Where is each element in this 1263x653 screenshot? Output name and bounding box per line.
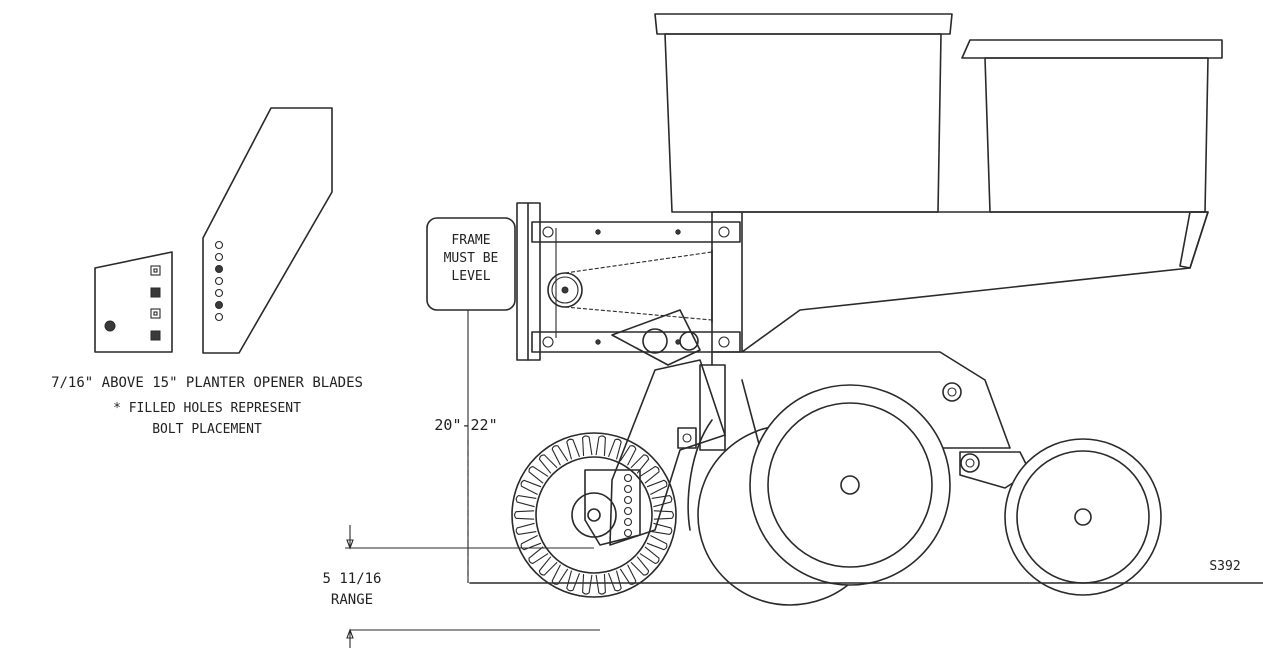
closing-wheel-spike — [538, 556, 558, 576]
note-filled-holes: * FILLED HOLES REPRESENT — [113, 401, 301, 416]
long-bracket-detail — [202, 107, 333, 354]
closing-wheel-spike — [515, 522, 537, 535]
closing-wheel-spike — [513, 510, 535, 520]
closing-wheel-spike — [619, 564, 637, 585]
closing-wheel-spike — [520, 535, 542, 551]
closing-wheel-spike — [551, 564, 569, 585]
short-bracket-detail — [94, 251, 173, 353]
range-word: RANGE — [331, 592, 373, 608]
closing-wheel-spike — [582, 435, 593, 456]
closing-wheel-spike — [538, 454, 558, 474]
closing-wheel-spike — [528, 546, 549, 565]
closing-wheel-spike — [646, 535, 668, 551]
range-dimension: 5 11/16 RANGE — [322, 525, 600, 648]
closing-wheel-spike — [551, 445, 569, 466]
height-dimension: 20"-22" — [434, 310, 498, 583]
height-dimension-label: 20"-22" — [434, 416, 497, 434]
row-unit-arm — [609, 351, 1011, 546]
drawing-number: S392 — [1209, 559, 1240, 574]
drive-assembly — [516, 202, 741, 366]
note-bolt-placement: BOLT PLACEMENT — [152, 422, 262, 437]
closing-wheel-spike — [619, 445, 637, 466]
closing-wheel-spike — [651, 522, 673, 535]
closing-wheel-spike — [595, 574, 606, 595]
frame-level-callout: FRAME MUST BE LEVEL — [426, 217, 516, 311]
rear-press-wheel — [1004, 438, 1162, 596]
closing-wheel-spike — [566, 570, 581, 592]
rear-hopper — [961, 39, 1223, 213]
main-frame — [711, 211, 1209, 366]
callout-line-level: LEVEL — [451, 269, 490, 284]
closing-wheel-spike — [607, 570, 622, 592]
closing-wheel-spike — [607, 438, 622, 460]
closing-wheel-spike — [582, 574, 593, 595]
closing-wheel-spike — [646, 479, 668, 495]
closing-wheel-spike — [639, 465, 660, 484]
front-hopper — [654, 13, 953, 213]
bolt-hole — [104, 320, 116, 332]
range-value: 5 11/16 — [322, 571, 381, 587]
callout-line-frame: FRAME — [451, 233, 490, 248]
front-gauge-wheel — [749, 384, 951, 586]
closing-wheel-spike — [630, 556, 650, 576]
closing-wheel-spike — [630, 454, 650, 474]
closing-wheel-spike — [651, 495, 673, 508]
closing-wheel-spike — [639, 546, 660, 565]
note-opener-blades: 7/16" ABOVE 15" PLANTER OPENER BLADES — [51, 375, 363, 391]
closing-wheel-spike — [566, 438, 581, 460]
closing-wheel — [511, 432, 677, 598]
closing-wheel-spike — [520, 479, 542, 495]
closing-wheel-spike — [595, 435, 606, 456]
callout-line-must-be: MUST BE — [444, 251, 499, 266]
closing-wheel-spike — [515, 495, 537, 508]
closing-wheel-spike — [528, 465, 549, 484]
closing-wheel-spike — [653, 510, 675, 520]
